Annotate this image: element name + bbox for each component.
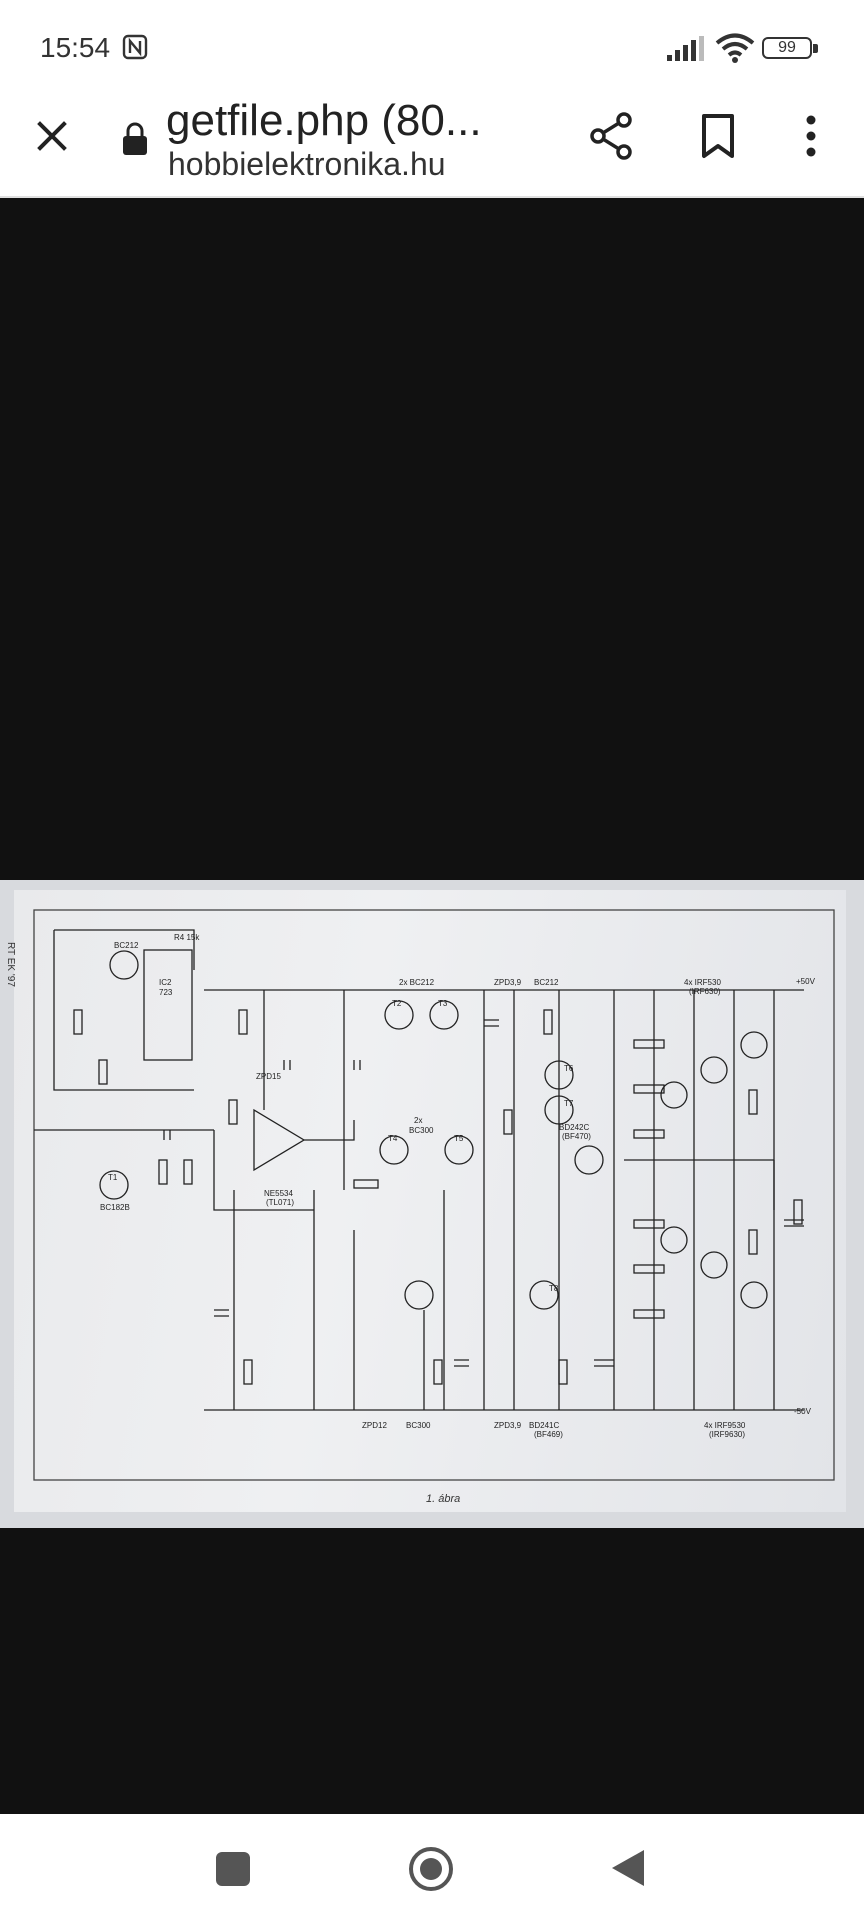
svg-text:(IRF630): (IRF630) [689,987,721,996]
svg-text:(BF469): (BF469) [534,1430,563,1439]
svg-text:BC212: BC212 [534,978,559,987]
signal-icon [667,36,704,61]
schematic-paper: RT EK '97 [5,890,846,1512]
svg-text:2x: 2x [414,1116,422,1125]
svg-text:T8: T8 [549,1284,559,1293]
svg-text:4x IRF9530: 4x IRF9530 [704,1421,746,1430]
svg-text:ZPD3,9: ZPD3,9 [494,1421,522,1430]
svg-text:BC182B: BC182B [100,1203,130,1212]
svg-text:T2: T2 [392,999,402,1008]
svg-text:+50V: +50V [796,977,816,986]
system-nav-bar [0,1814,864,1920]
image-viewer[interactable]: RT EK '97 [0,198,864,1814]
wifi-icon [715,33,755,63]
svg-text:R4 15k: R4 15k [174,933,200,942]
lock-icon [123,122,147,155]
status-time: 15:54 [40,32,111,63]
svg-text:(BF470): (BF470) [562,1132,591,1141]
share-icon[interactable] [586,110,638,162]
svg-text:NE5534: NE5534 [264,1189,293,1198]
svg-text:(TL071): (TL071) [266,1198,294,1207]
battery-icon: 99 [762,37,820,61]
svg-text:BD241C: BD241C [529,1421,559,1430]
svg-text:T1: T1 [108,1173,118,1182]
svg-text:2x BC212: 2x BC212 [399,978,435,987]
back-button[interactable] [610,1848,646,1888]
svg-text:4x IRF530: 4x IRF530 [684,978,721,987]
nfc-icon [122,34,148,60]
svg-text:T7: T7 [564,1099,574,1108]
svg-text:723: 723 [159,988,173,997]
svg-text:BC212: BC212 [114,941,139,950]
more-vert-icon[interactable] [796,110,826,162]
close-icon[interactable] [28,112,76,160]
svg-text:T5: T5 [454,1134,464,1143]
svg-text:BC300: BC300 [409,1126,434,1135]
svg-text:IC2: IC2 [159,978,172,987]
status-bar: 15:54 99 [0,0,864,90]
svg-text:ZPD12: ZPD12 [362,1421,387,1430]
bookmark-icon[interactable] [696,110,740,162]
svg-text:ZPD3,9: ZPD3,9 [494,978,522,987]
battery-level: 99 [762,37,812,59]
svg-text:(IRF9630): (IRF9630) [709,1430,745,1439]
recent-apps-button[interactable] [216,1852,250,1886]
svg-text:T4: T4 [388,1134,398,1143]
home-button[interactable] [408,1846,454,1892]
circuit-schematic: BC212 R4 15k IC2 723 2x BC212 ZPD3,9 BC2… [33,909,835,1481]
schematic-photo[interactable]: RT EK '97 [0,880,864,1528]
figure-caption: 1. ábra [426,1493,461,1505]
browser-toolbar: getfile.php (80... hobbielektronika.hu [0,90,864,198]
svg-text:T3: T3 [438,999,448,1008]
page-domain: hobbielektronika.hu [168,146,446,182]
svg-text:BC300: BC300 [406,1421,431,1430]
svg-text:-50V: -50V [794,1407,812,1416]
svg-text:BD242C: BD242C [559,1123,589,1132]
page-title: getfile.php (80... [166,96,482,145]
svg-text:ZPD15: ZPD15 [256,1072,281,1081]
svg-text:T6: T6 [564,1064,574,1073]
